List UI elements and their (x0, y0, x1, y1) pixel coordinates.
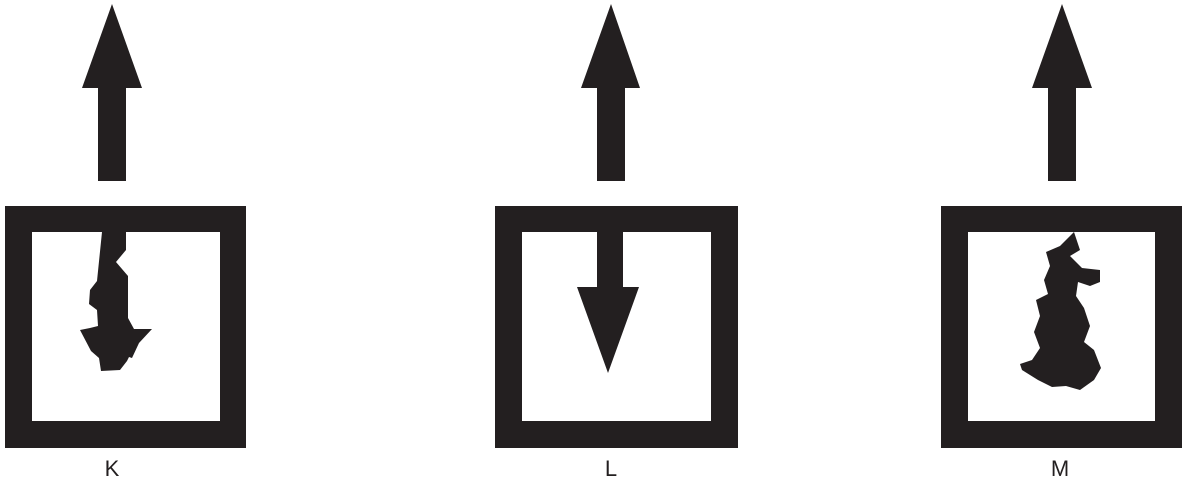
down-arrow-icon (577, 232, 639, 373)
up-arrow-icon (1032, 4, 1092, 181)
irregular-blob-shape (1020, 232, 1101, 390)
panel-m (941, 4, 1182, 448)
up-arrow-icon (82, 4, 142, 181)
panel-label-l: L (604, 456, 618, 481)
panel-label-k: K (104, 456, 120, 481)
up-arrow-icon (581, 4, 640, 181)
square-frame (941, 206, 1182, 448)
irregular-downward-arrow-shape (80, 232, 152, 371)
panel-l (495, 4, 738, 448)
panel-k (5, 4, 246, 448)
square-frame (5, 206, 246, 448)
panel-label-m: M (1050, 456, 1070, 481)
square-frame (495, 206, 738, 448)
